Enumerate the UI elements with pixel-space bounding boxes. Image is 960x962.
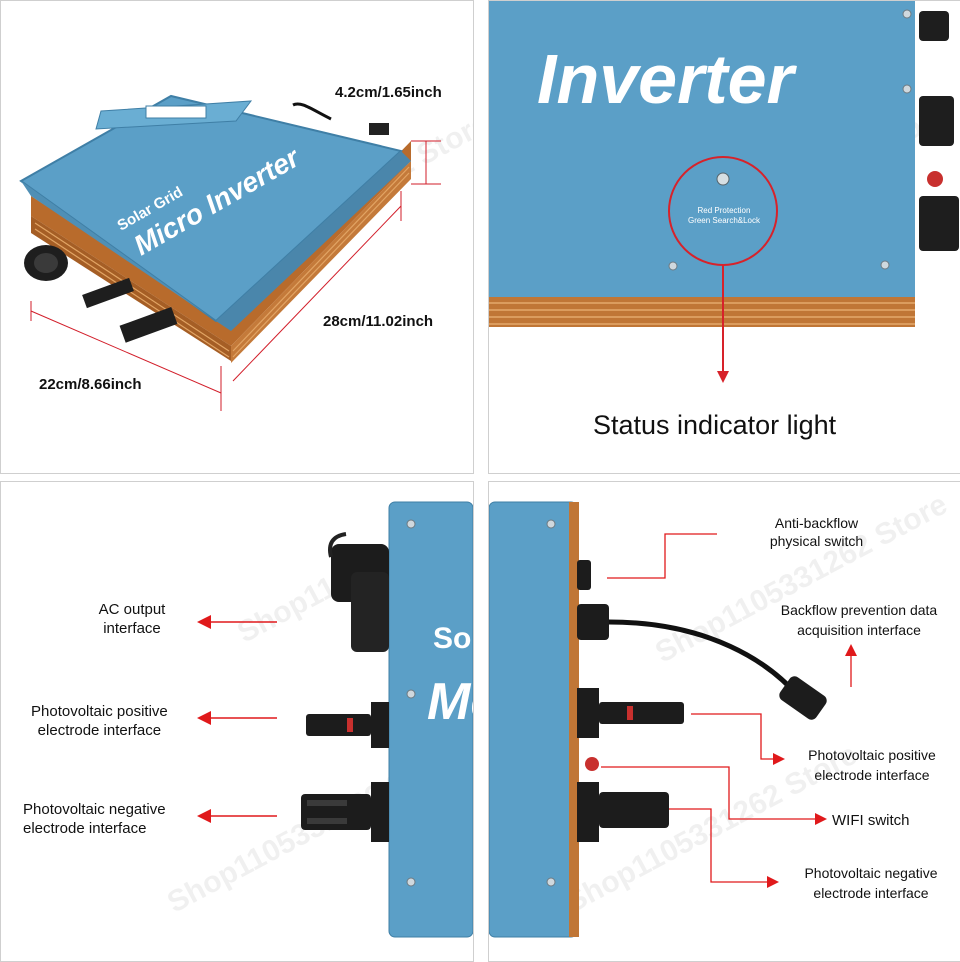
inverter-top-closeup	[489, 1, 959, 383]
inverter-right-side-illustration	[489, 501, 857, 938]
pv-negative-label: Photovoltaic negative electrode interfac…	[804, 865, 938, 901]
height-dimension-label: 4.2cm/1.65inch	[335, 84, 442, 101]
left-side-panel: Shop1105331262 Store Shop1105331262 Stor…	[0, 481, 474, 962]
backflow-data-label: Backflow prevention data acquisition int…	[780, 602, 938, 638]
led-legend-green: Green Search&Lock	[687, 216, 761, 225]
pv-positive-connector-icon	[306, 702, 389, 748]
face-text-big: Mer	[427, 673, 473, 731]
pv-positive-connector-icon	[82, 277, 134, 309]
ac-output-label: AC output interface	[98, 601, 166, 637]
width-dimension-label: 22cm/8.66inch	[39, 376, 142, 393]
led-legend-red: Red Protection	[697, 206, 751, 215]
wifi-switch-icon	[585, 757, 599, 771]
ac-connector-icon	[24, 245, 68, 281]
inverter-overview-illustration: Solar Grid Micro Inverter	[19, 94, 441, 411]
inverter-title-text: Inverter	[537, 40, 794, 118]
pv-positive-label: Photovoltaic positive electrode interfac…	[808, 747, 936, 783]
inverter-left-side-illustration	[197, 501, 473, 938]
status-indicator-panel: Shop1105331262 Store Inverter Red Protec…	[488, 0, 960, 474]
status-indicator-caption: Status indicator light	[593, 410, 837, 440]
face-text-top: So	[433, 622, 472, 655]
anti-backflow-label: Anti-backflow physical switch	[769, 515, 864, 549]
wifi-switch-label: WIFI switch	[832, 812, 910, 829]
backflow-data-connector-icon	[577, 604, 827, 720]
pv-negative-connector-icon	[577, 782, 669, 842]
pv-negative-label: Photovoltaic negative electrode interfac…	[23, 801, 166, 837]
right-side-panel: Shop1105331262 Store Shop1105331262 Stor…	[488, 481, 960, 962]
pv-negative-connector-icon	[301, 782, 389, 842]
pv-negative-connector-icon	[119, 306, 178, 343]
length-dimension-label: 28cm/11.02inch	[323, 313, 434, 330]
overview-panel: Shop1105331262 Store Solar Grid Micro In…	[0, 0, 474, 474]
ac-output-connector-icon	[328, 532, 389, 652]
led-legend: Red Protection Green Search&Lock	[687, 206, 761, 226]
anti-backflow-switch-icon	[577, 560, 591, 590]
pv-positive-connector-icon	[577, 688, 684, 738]
pv-positive-label: Photovoltaic positive electrode interfac…	[31, 703, 168, 739]
